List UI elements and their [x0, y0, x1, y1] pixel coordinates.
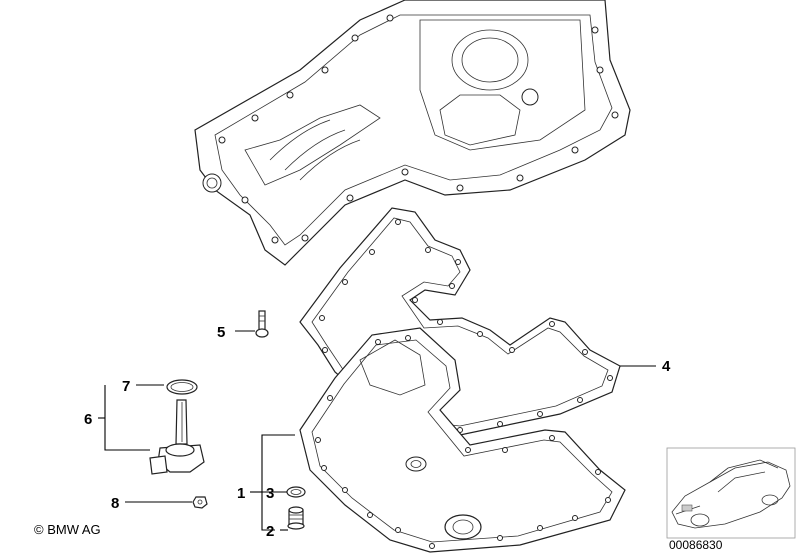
callout-5: 5 [217, 324, 225, 341]
callout-8: 8 [111, 495, 119, 512]
document-number: 00086830 [669, 538, 723, 552]
nut [192, 496, 208, 509]
oil-level-sensor [149, 399, 205, 475]
o-ring [166, 379, 198, 395]
callout-2: 2 [266, 523, 274, 540]
callout-7: 7 [122, 378, 130, 395]
upper-oil-pan-section [194, 0, 631, 266]
callout-3: 3 [266, 485, 274, 502]
drain-plug [287, 506, 305, 530]
callout-6: 6 [84, 411, 92, 428]
bolt [255, 310, 269, 338]
callout-1: 1 [237, 485, 245, 502]
callout-4: 4 [662, 358, 671, 375]
copyright-label: © BMW AG [34, 522, 101, 537]
leader-lines [98, 330, 656, 531]
seal-ring [286, 486, 306, 498]
lower-oil-pan [299, 327, 626, 553]
vehicle-thumbnail [666, 447, 796, 539]
